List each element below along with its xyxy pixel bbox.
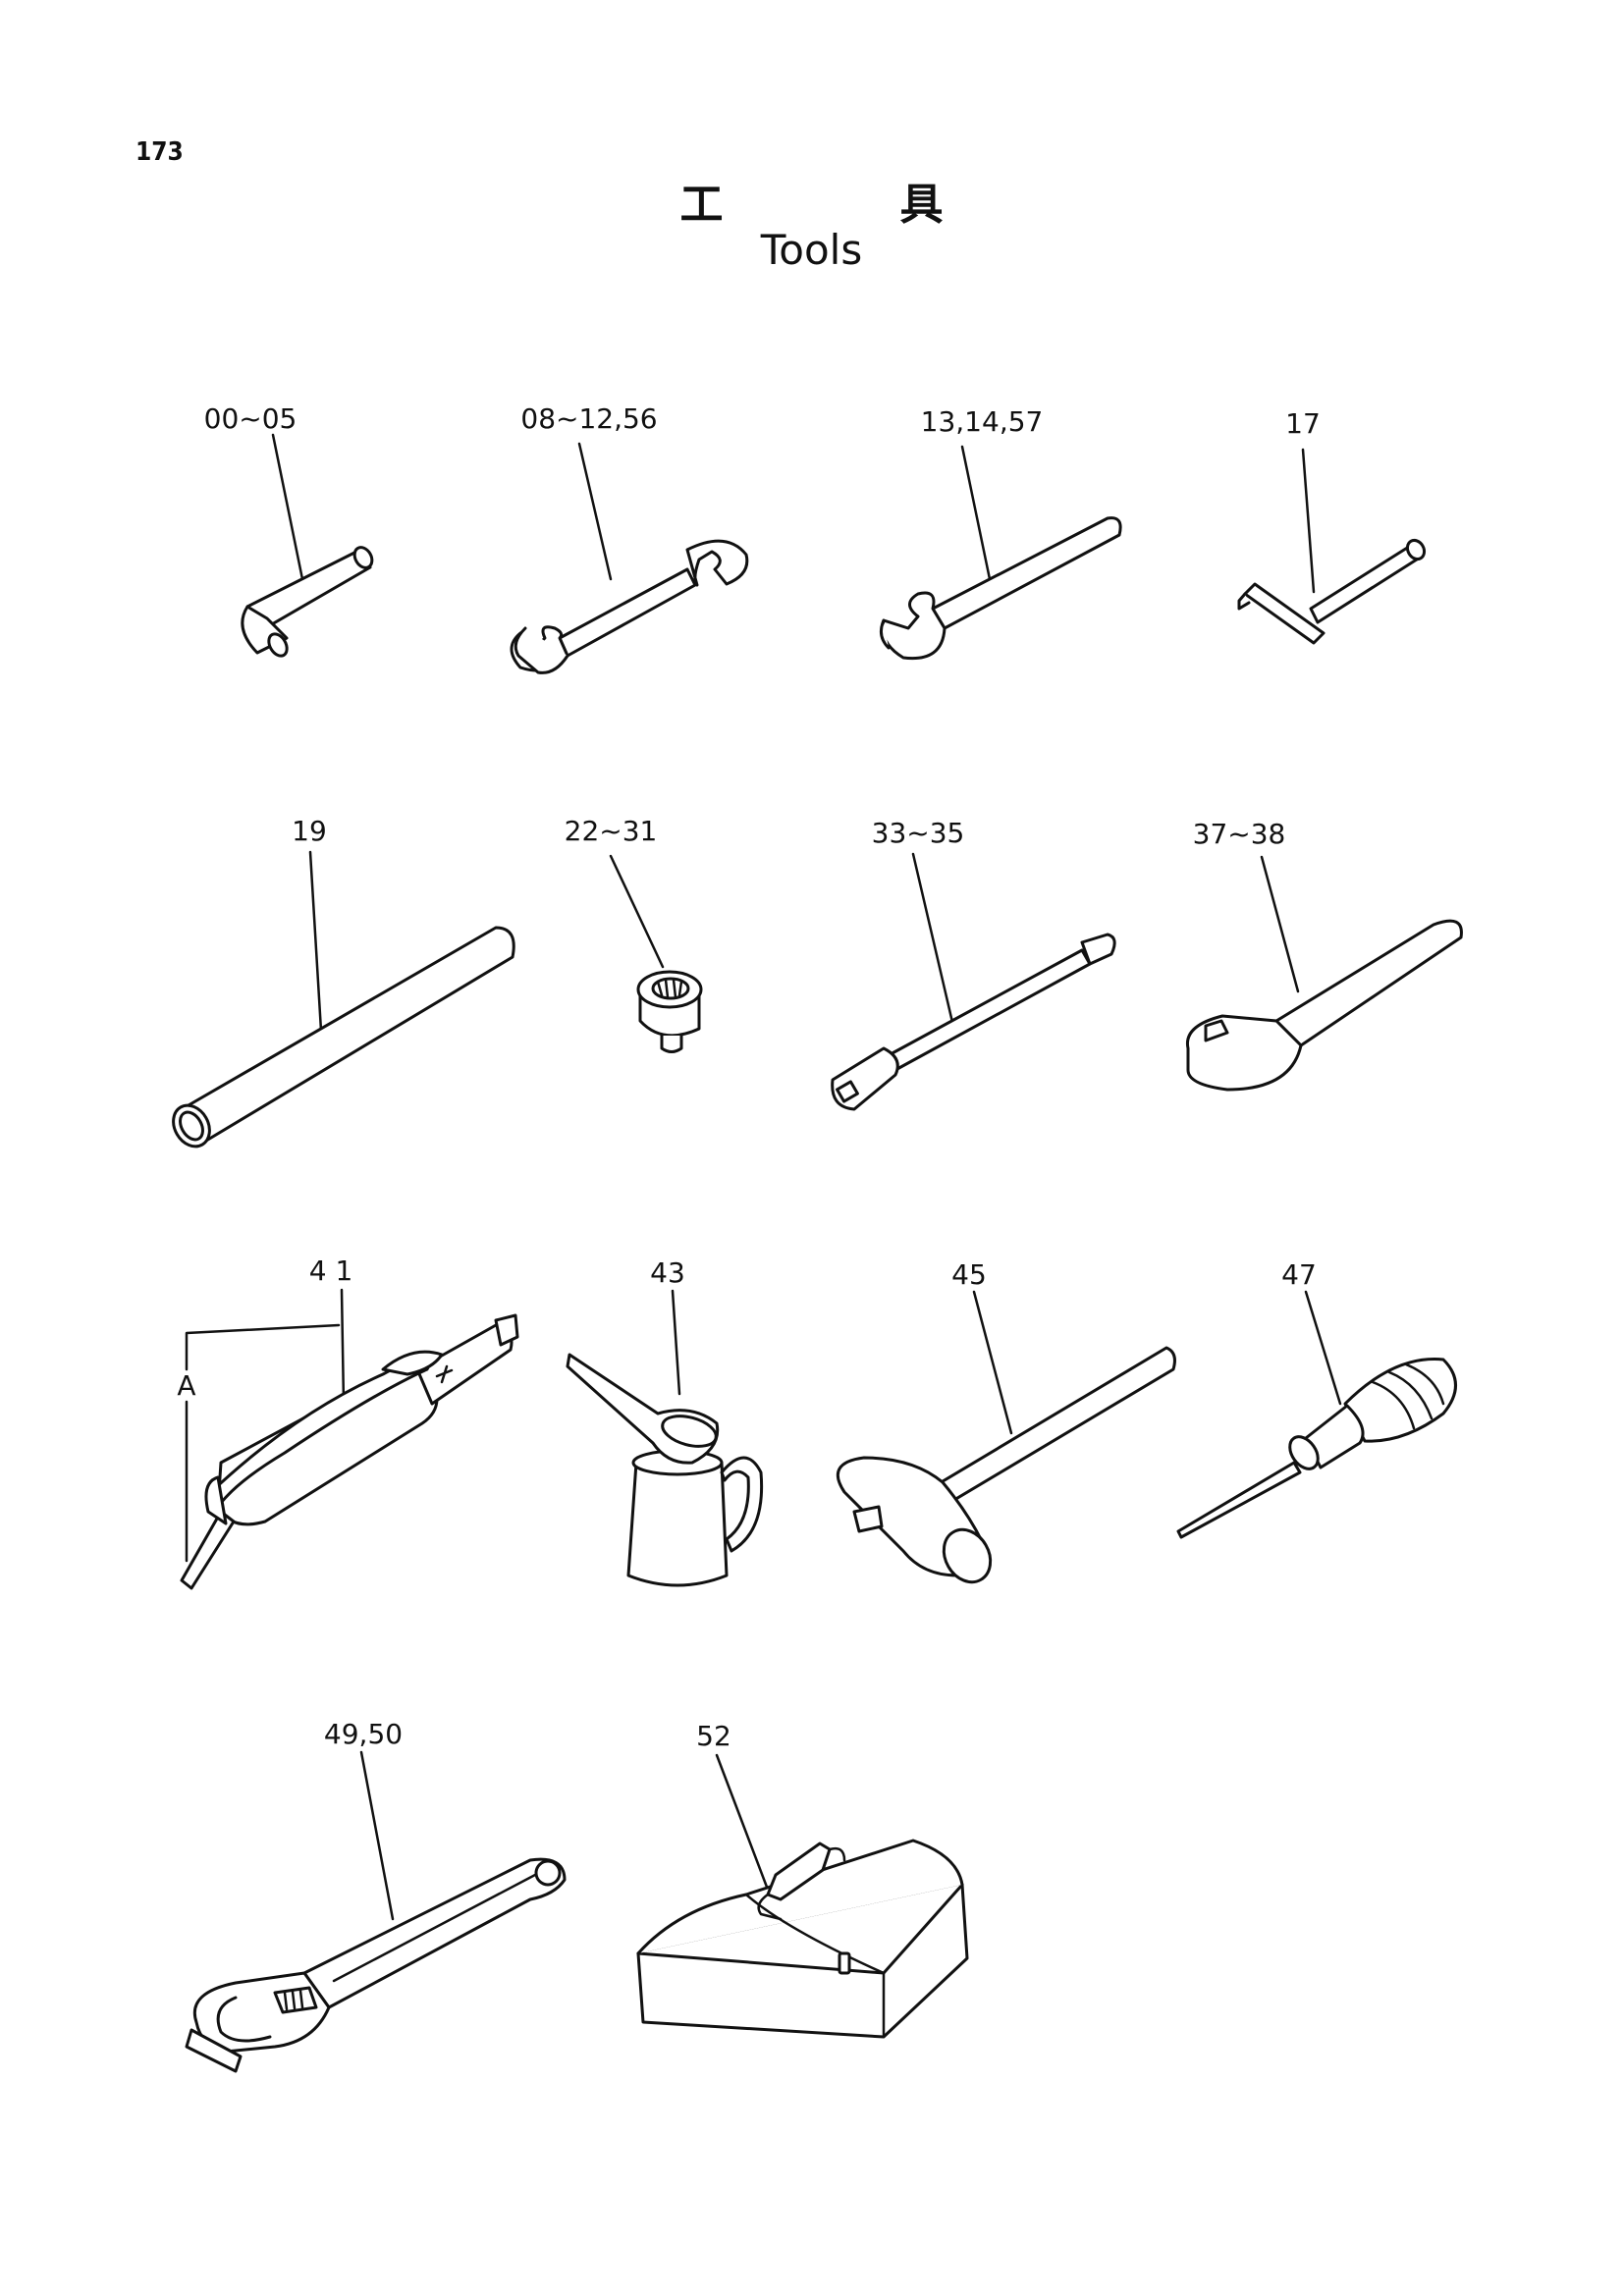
leader-lines [185,433,1342,1921]
callout-socket: 22~31 [564,815,658,847]
callout-grease-gun: 4 1 [308,1255,353,1287]
callout-grease-gun-subpart-a: A [177,1369,196,1402]
callout-ratchet-handle: 37~38 [1192,818,1286,850]
double-end-wrench-icon [510,539,749,674]
callout-oil-can: 43 [650,1256,685,1289]
callout-tool-box: 52 [696,1720,731,1752]
screwdriver-icon [1176,1358,1457,1539]
page-title-japanese: 工具 [679,180,1120,230]
socket-icon [636,970,703,1053]
hammer-icon [836,1346,1176,1584]
extension-bar-icon [831,933,1116,1111]
t-bar-wrench-icon [1237,538,1427,645]
page-number: 173 [135,137,184,167]
callout-double-end-wrench: 08~12,56 [520,402,658,435]
callout-t-bar-wrench: 17 [1285,407,1321,440]
single-end-wrench-icon [879,516,1122,661]
oil-can-icon [566,1353,764,1587]
tool-box-icon [636,1839,969,2039]
callout-adjustable-wrench: 49,50 [323,1718,404,1750]
adjustable-wrench-icon [185,1857,567,2073]
callout-hammer: 45 [951,1258,987,1291]
callout-single-end-wrench: 13,14,57 [920,405,1044,438]
ratchet-handle-icon [1185,919,1463,1092]
callout-screwdriver: 47 [1281,1258,1317,1291]
callout-extension-bar: 33~35 [871,817,965,849]
callout-pipe-bar: 19 [292,815,327,847]
page-title-english: Tools [760,226,863,274]
grease-gun-icon [180,1313,519,1590]
pipe-bar-icon [172,926,515,1148]
hex-key-icon [241,546,374,658]
callout-hex-key: 00~05 [203,402,298,435]
